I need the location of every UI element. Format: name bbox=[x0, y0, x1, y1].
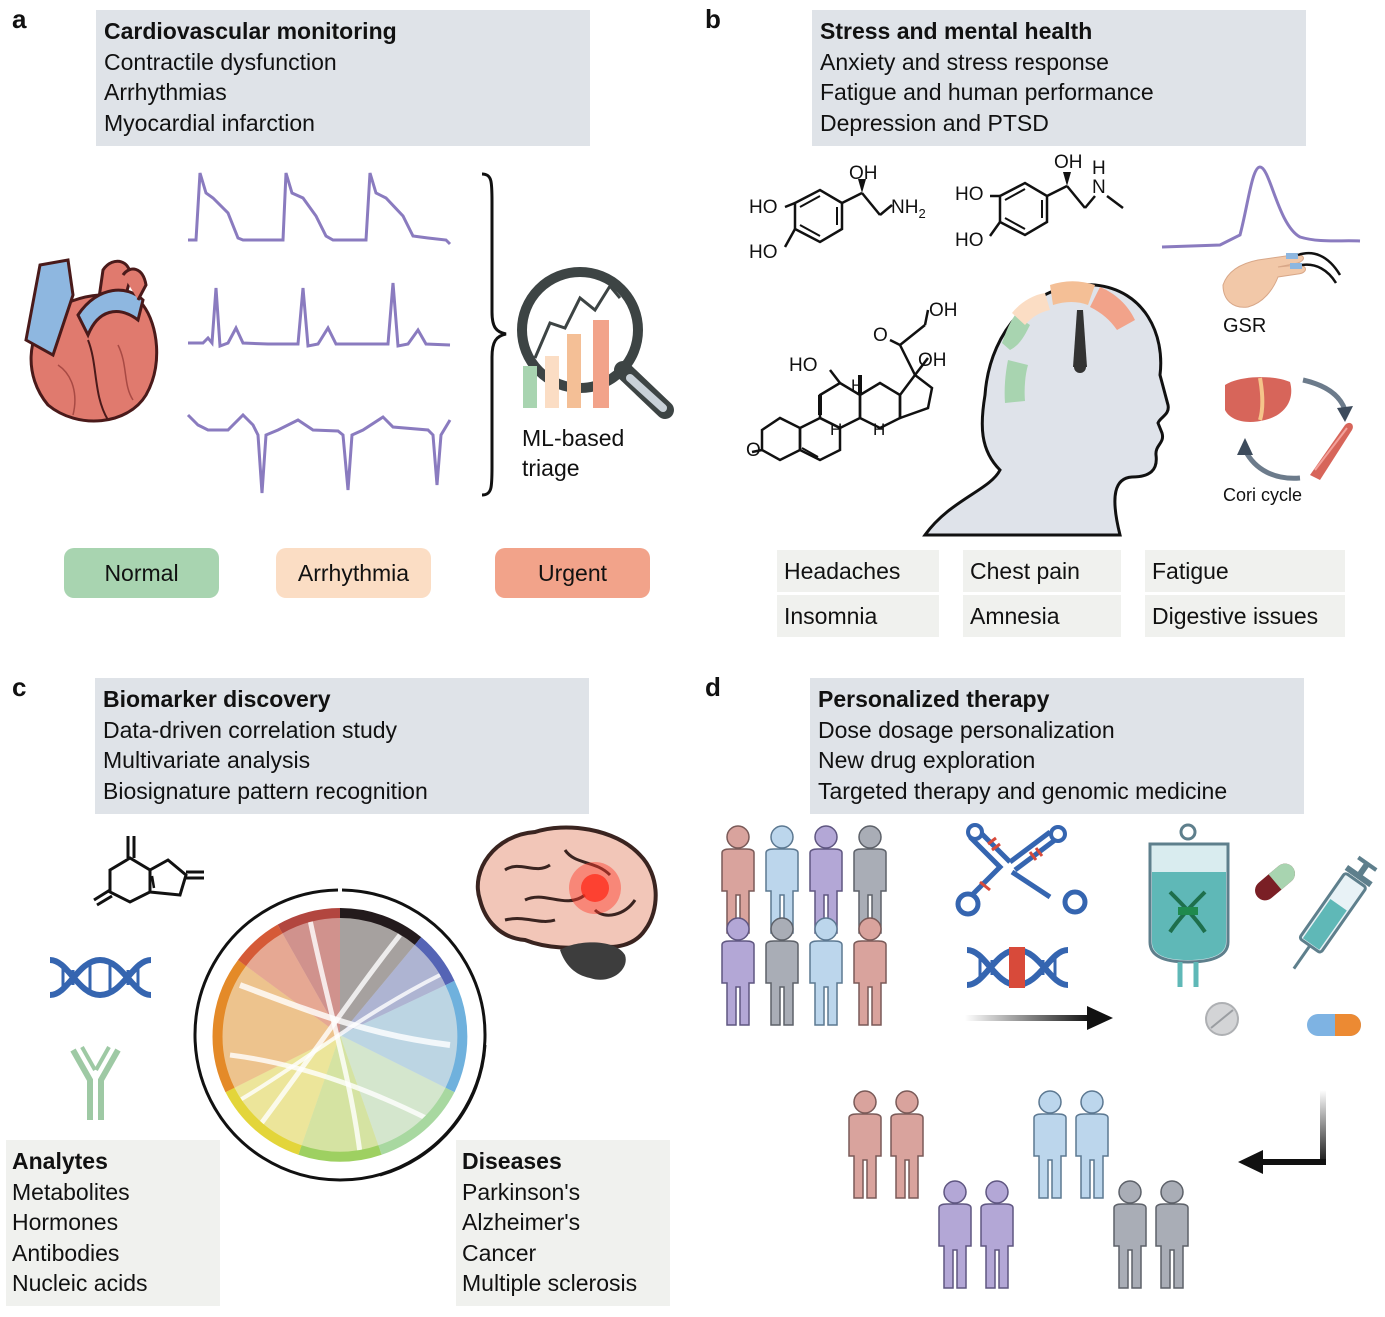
chem-o-2: O bbox=[746, 440, 761, 461]
panel-d-label: d bbox=[705, 672, 721, 702]
symptom-headaches: Headaches bbox=[777, 550, 939, 592]
chem-h-2: H bbox=[830, 420, 843, 439]
symptom-digestive-issues: Digestive issues bbox=[1145, 595, 1345, 637]
panel-b-item-2: Fatigue and human performance bbox=[820, 79, 1154, 105]
chem-ho-4: HO bbox=[955, 230, 984, 251]
chem-nh2: NH2 bbox=[891, 197, 926, 221]
analytes-title: Analytes bbox=[12, 1148, 108, 1174]
analyte-item: Metabolites bbox=[12, 1178, 130, 1205]
rna-icon bbox=[955, 823, 1088, 917]
disease-item: Multiple sclerosis bbox=[462, 1270, 638, 1296]
disease-item: Cancer bbox=[462, 1239, 537, 1266]
analyte-item: Hormones bbox=[12, 1209, 119, 1235]
disease-item: Parkinson's bbox=[462, 1178, 581, 1205]
category-urgent: Urgent bbox=[495, 548, 650, 598]
symptom-insomnia: Insomnia bbox=[777, 595, 939, 637]
gsr-signal-icon bbox=[1161, 165, 1361, 249]
antibody-icon bbox=[70, 1046, 121, 1120]
panel-b-title: Stress and mental health bbox=[820, 18, 1093, 44]
arrow-right-icon bbox=[965, 1006, 1113, 1030]
magnifier-chart-icon bbox=[517, 267, 674, 419]
cori-cycle-label: Cori cycle bbox=[1223, 485, 1303, 505]
chem-nh2-subscript: 2 bbox=[918, 205, 926, 221]
triage-label: ML-based triage bbox=[522, 423, 624, 483]
panel-b-item-1: Anxiety and stress response bbox=[820, 48, 1109, 75]
analyte-item: Antibodies bbox=[12, 1239, 120, 1266]
people-group-icon bbox=[721, 825, 887, 1026]
metabolite-molecule-icon bbox=[93, 836, 204, 907]
epinephrine-molecule-icon bbox=[988, 172, 1124, 237]
gsr-label: GSR bbox=[1223, 315, 1267, 337]
panel-b-box: Stress and mental health Anxiety and str… bbox=[812, 10, 1306, 146]
panel-c-item-1: Data-driven correlation study bbox=[103, 716, 398, 743]
chem-ho-2: HO bbox=[749, 242, 778, 263]
panel-a-title: Cardiovascular monitoring bbox=[104, 18, 397, 44]
head-gauge-icon bbox=[922, 281, 1170, 537]
tablet-icon bbox=[1205, 1002, 1239, 1036]
triage-label-line1: ML-based bbox=[522, 425, 625, 451]
panel-a-item-2: Arrhythmias bbox=[104, 79, 227, 105]
triage-label-line2: triage bbox=[522, 455, 580, 481]
panel-b-item-3: Depression and PTSD bbox=[820, 109, 1049, 136]
panel-d-box: Personalized therapy Dose dosage persona… bbox=[810, 678, 1304, 814]
panel-d-item-2: New drug exploration bbox=[818, 747, 1036, 773]
panel-a-item-3: Myocardial infarction bbox=[104, 109, 315, 136]
stratified-groups-icon bbox=[848, 1090, 1189, 1289]
panel-a-item-1: Contractile dysfunction bbox=[104, 48, 337, 75]
panel-d-title: Personalized therapy bbox=[818, 686, 1050, 712]
panel-c-label: c bbox=[12, 672, 27, 702]
disease-item: Alzheimer's bbox=[462, 1209, 581, 1235]
diseases-box: Diseases Parkinson's Alzheimer's Cancer … bbox=[456, 1140, 670, 1306]
panel-d-item-3: Targeted therapy and genomic medicine bbox=[818, 777, 1228, 804]
chem-ho-3: HO bbox=[955, 184, 984, 205]
chem-ho-1: HO bbox=[749, 197, 778, 218]
chem-h-3: H bbox=[873, 420, 886, 439]
cortisol-molecule-icon bbox=[751, 309, 934, 462]
chem-oh-3: OH bbox=[929, 300, 958, 321]
category-arrhythmia: Arrhythmia bbox=[276, 548, 431, 598]
diseases-title: Diseases bbox=[462, 1148, 562, 1174]
panel-c-box: Biomarker discovery Data-driven correlat… bbox=[95, 678, 589, 814]
chem-ho-5: HO bbox=[789, 355, 818, 376]
panel-c-item-3: Biosignature pattern recognition bbox=[103, 777, 428, 804]
symptom-chest-pain: Chest pain bbox=[963, 550, 1121, 592]
analytes-box: Analytes Metabolites Hormones Antibodies… bbox=[6, 1140, 220, 1306]
chem-oh-1: OH bbox=[849, 163, 878, 184]
dna-edit-icon bbox=[966, 946, 1069, 989]
chem-nh2-text: NH bbox=[891, 197, 919, 218]
panel-a-box: Cardiovascular monitoring Contractile dy… bbox=[96, 10, 590, 146]
panel-b-label: b bbox=[705, 4, 721, 34]
capsule-blue-orange-icon bbox=[1307, 1014, 1361, 1036]
panel-d-item-1: Dose dosage personalization bbox=[818, 716, 1115, 743]
symptom-fatigue: Fatigue bbox=[1145, 550, 1345, 592]
analyte-item: Nucleic acids bbox=[12, 1270, 148, 1296]
category-normal: Normal bbox=[64, 548, 219, 598]
panel-a-label: a bbox=[12, 4, 27, 34]
chord-diagram bbox=[193, 888, 487, 1182]
chem-o-1: O bbox=[873, 325, 888, 346]
chem-h-1: H bbox=[851, 376, 864, 395]
hand-sensor-icon bbox=[1222, 251, 1342, 308]
cori-cycle-icon bbox=[1225, 377, 1353, 481]
chem-n-amine: N bbox=[1092, 177, 1106, 198]
brace-icon bbox=[481, 172, 507, 497]
panel-c-item-2: Multivariate analysis bbox=[103, 747, 311, 773]
ecg-trace-normal bbox=[188, 172, 452, 246]
arrow-down-left-icon bbox=[1238, 1090, 1326, 1174]
ecg-trace-arrhythmia bbox=[188, 282, 451, 349]
chem-oh-4: OH bbox=[918, 350, 947, 371]
syringe-icon bbox=[1292, 855, 1378, 970]
norepinephrine-molecule-icon bbox=[783, 179, 893, 248]
heart-icon bbox=[24, 258, 159, 423]
symptom-amnesia: Amnesia bbox=[963, 595, 1121, 637]
capsule-icon bbox=[1255, 863, 1295, 901]
ecg-trace-urgent bbox=[186, 412, 452, 494]
chem-oh-2: OH bbox=[1054, 152, 1083, 173]
chem-h-amine: H bbox=[1092, 158, 1106, 179]
iv-bag-icon bbox=[1148, 823, 1230, 987]
brain-icon bbox=[475, 825, 658, 980]
panel-c-title: Biomarker discovery bbox=[103, 686, 331, 712]
dna-icon bbox=[49, 956, 152, 999]
